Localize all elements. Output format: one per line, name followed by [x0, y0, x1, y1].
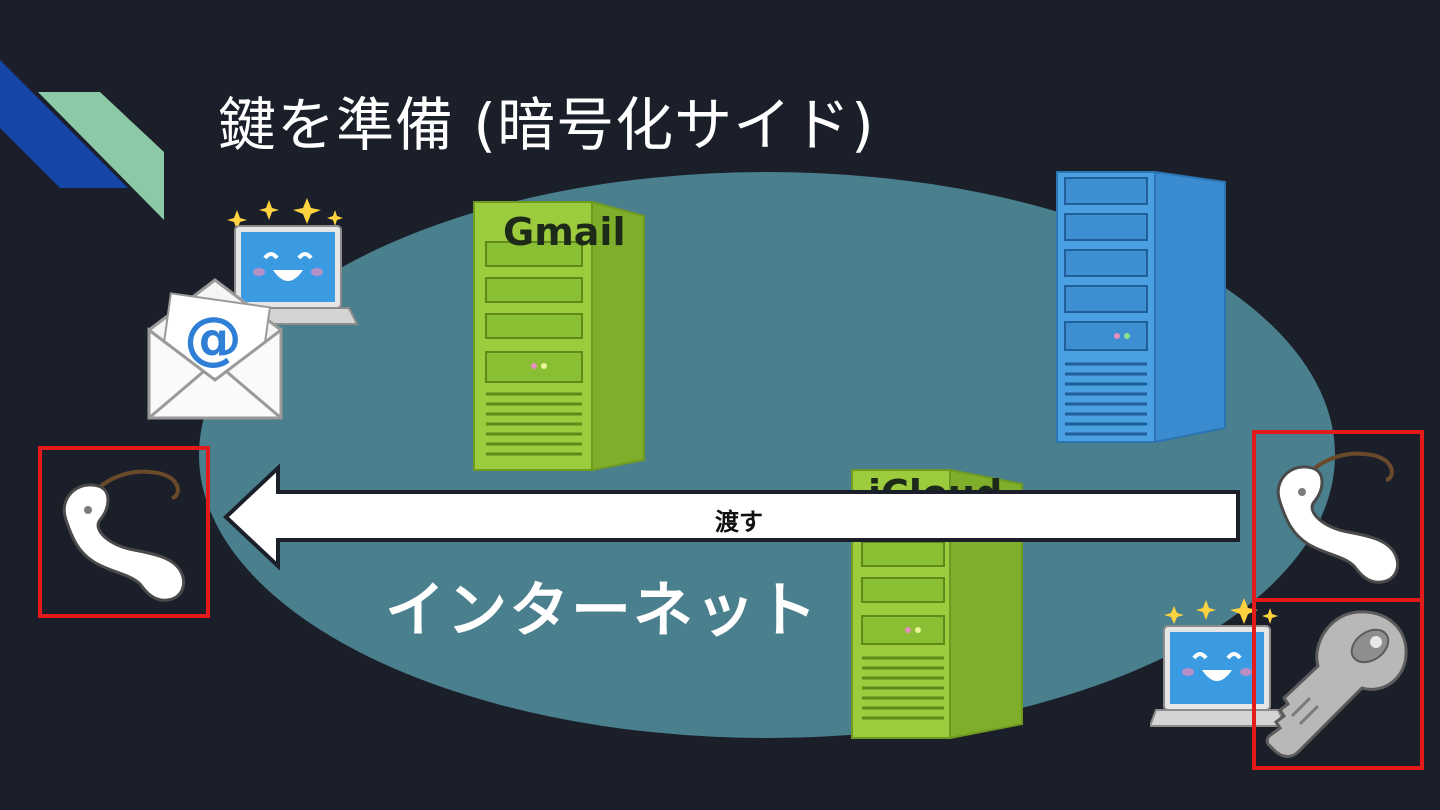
server-icon [1056, 170, 1226, 444]
slide-title: 鍵を準備 (暗号化サイド) [218, 91, 875, 159]
corner-stripes-decoration [0, 60, 164, 220]
transfer-label: 渡す [715, 508, 763, 536]
highlight-box-lock [1252, 430, 1424, 602]
highlight-box-left [38, 446, 210, 618]
smiling-laptop-icon [225, 198, 359, 325]
padlock-icon [62, 469, 185, 602]
gmail-server-label: Gmail [503, 210, 626, 254]
email-envelope-icon: @ [147, 278, 283, 420]
icloud-server-label: iCloud [868, 472, 1003, 494]
transfer-arrow [223, 463, 1240, 571]
internet-label: インターネット [385, 576, 819, 646]
svg-text:@: @ [184, 304, 242, 372]
key-icon [1265, 610, 1408, 758]
highlight-box-key [1252, 598, 1424, 770]
gmail-server-icon [473, 200, 645, 472]
padlock-icon [1276, 451, 1399, 584]
